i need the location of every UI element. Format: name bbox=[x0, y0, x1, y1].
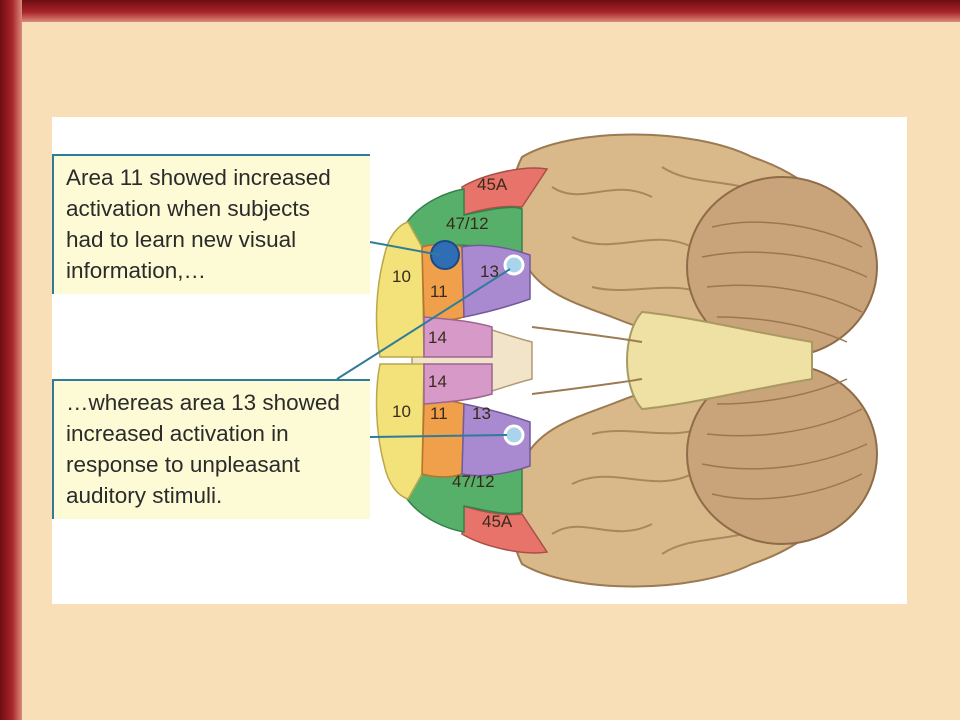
area-11-marker bbox=[430, 240, 460, 270]
area-label-14-top: 14 bbox=[428, 328, 447, 347]
area-label-13-top: 13 bbox=[480, 262, 499, 281]
callout-area-13-line-1: …whereas area 13 showed bbox=[66, 390, 340, 415]
callout-area-13-line-3: response to unpleasant bbox=[66, 452, 300, 477]
area-label-10-bottom: 10 bbox=[392, 402, 411, 421]
callout-area-11-line-4: information,… bbox=[66, 258, 207, 283]
slide-frame-left bbox=[0, 0, 22, 720]
leader-line-area-11 bbox=[369, 241, 441, 256]
area-label-47-12-top: 47/12 bbox=[446, 214, 489, 233]
area-label-11-bottom: 11 bbox=[430, 404, 448, 423]
callout-area-11-line-3: had to learn new visual bbox=[66, 227, 297, 252]
area-label-47-12-bottom: 47/12 bbox=[452, 472, 495, 491]
callout-area-11-line-2: activation when subjects bbox=[66, 196, 310, 221]
brain-figure: 45A 47/12 10 11 13 14 14 10 11 13 47/12 … bbox=[52, 117, 907, 604]
callout-area-13-line-2: increased activation in bbox=[66, 421, 289, 446]
area-label-45a-bottom: 45A bbox=[482, 512, 513, 531]
callout-area-11-line-1: Area 11 showed increased bbox=[66, 165, 331, 190]
leader-line-area-13-top bbox=[336, 268, 511, 380]
orbitofrontal-areas bbox=[375, 167, 549, 554]
area-label-11-top: 11 bbox=[430, 282, 448, 301]
callout-area-13-line-4: auditory stimuli. bbox=[66, 483, 223, 508]
area-label-45a-top: 45A bbox=[477, 175, 508, 194]
leader-line-area-13-bottom bbox=[369, 434, 508, 438]
brain-illustration: 45A 47/12 10 11 13 14 14 10 11 13 47/12 … bbox=[336, 133, 878, 588]
area-label-10-top: 10 bbox=[392, 267, 411, 286]
area-13-marker-bottom bbox=[503, 424, 525, 446]
brainstem bbox=[531, 310, 813, 411]
area-label-13-bottom: 13 bbox=[472, 404, 491, 423]
area-label-14-bottom: 14 bbox=[428, 372, 447, 391]
slide-frame-top bbox=[0, 0, 960, 22]
callout-area-13: …whereas area 13 showed increased activa… bbox=[52, 379, 370, 519]
callout-area-11: Area 11 showed increased activation when… bbox=[52, 154, 370, 294]
